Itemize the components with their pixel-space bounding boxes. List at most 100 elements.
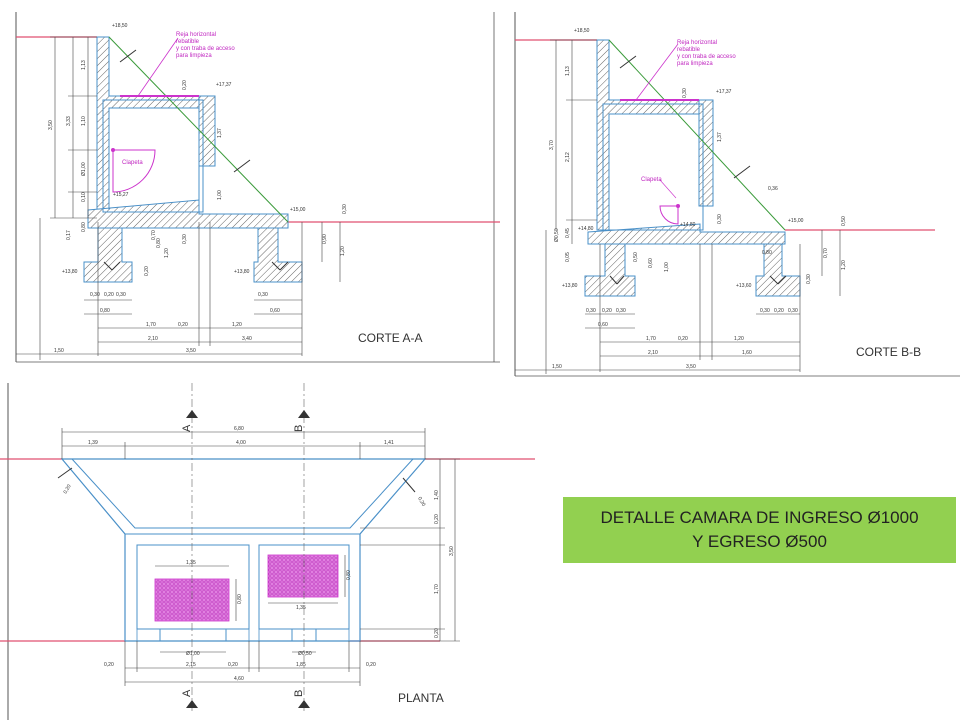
wall-structure — [596, 39, 714, 231]
base-slab — [587, 223, 786, 245]
section-arrow-icon — [298, 700, 310, 708]
dim-label: 2,12 — [565, 152, 571, 162]
dim-label: 1,85 — [296, 662, 306, 668]
section-marker-b: B — [293, 425, 305, 432]
dim-label: 0,17 — [66, 230, 72, 240]
dim-label: 0,20 — [602, 308, 612, 314]
wall-structure — [96, 36, 216, 211]
dim-label: 0,50 — [633, 252, 639, 262]
dim-label: 0,20 — [178, 322, 188, 328]
level-label: +13,60 — [736, 283, 752, 289]
dim-label: 1,70 — [146, 322, 156, 328]
level-label: +13,80 — [562, 283, 578, 289]
dim-label: Ø1,00 — [186, 651, 200, 657]
dim-label: 1,35 — [186, 560, 196, 566]
dim-label: 0,30 — [90, 292, 100, 298]
reja-label-line2: rebatible — [677, 47, 701, 53]
dim-label: 0,05 — [565, 252, 571, 262]
section-corte-bb: Reja horizontal rebatible y con traba de… — [514, 12, 960, 377]
dim-label: 0,30 — [616, 308, 626, 314]
clapeta-flap — [112, 149, 156, 193]
dim-label: 3,40 — [242, 336, 252, 342]
dim-label: 3,50 — [48, 120, 54, 130]
level-label: +18,50 — [574, 28, 590, 34]
dim-label: 0,30 — [760, 308, 770, 314]
level-label: +13,80 — [234, 269, 250, 275]
dim-label: 0,80 — [346, 570, 352, 580]
dim-label: 1,60 — [742, 350, 752, 356]
dim-label: 1,50 — [54, 348, 64, 354]
clapeta-flap — [659, 205, 679, 225]
dim-label: Ø1,00 — [81, 162, 87, 176]
dim-label: 0,20 — [366, 662, 376, 668]
dim-label: 1,20 — [340, 246, 346, 256]
dim-label: 0,20 — [416, 496, 426, 508]
dim-label: 0,36 — [768, 186, 778, 192]
dim-label: 3,50 — [686, 364, 696, 370]
dim-label: Ø0,50 — [554, 228, 560, 242]
plan-outline — [60, 458, 427, 642]
dim-label: 0,30 — [717, 214, 723, 224]
drawing-title-line2: Y EGRESO Ø500 — [692, 532, 827, 551]
dim-label: 1,35 — [296, 605, 306, 611]
dim-label: 0,30 — [182, 234, 188, 244]
dim-label: 0,80 — [156, 238, 162, 248]
dim-label: 2,10 — [648, 350, 658, 356]
dim-label: Ø0,50 — [298, 651, 312, 657]
slope-line — [608, 39, 786, 231]
dim-label: 0,20 — [434, 628, 440, 638]
drawing-title-box: DETALLE CAMARA DE INGRESO Ø1000 Y EGRESO… — [563, 497, 956, 563]
dim-label: 4,00 — [236, 440, 246, 446]
dim-label: 1,39 — [88, 440, 98, 446]
level-label: +15,00 — [788, 218, 804, 224]
dim-label: 1,70 — [434, 584, 440, 594]
dim-label: 0,80 — [100, 308, 110, 314]
section-title-planta: PLANTA — [398, 691, 444, 705]
dim-label: 0,20 — [774, 308, 784, 314]
dim-label: 1,70 — [646, 336, 656, 342]
level-label: +17,37 — [716, 89, 732, 95]
level-label: +18,50 — [112, 23, 128, 29]
dim-label: 0,60 — [598, 322, 608, 328]
level-label: +13,80 — [62, 269, 78, 275]
section-arrow-icon — [298, 410, 310, 418]
section-title-aa: CORTE A-A — [358, 331, 422, 345]
dim-label: 1,10 — [81, 116, 87, 126]
dim-label: 0,20 — [434, 514, 440, 524]
dim-label: 1,20 — [164, 248, 170, 258]
level-label: +14,80 — [680, 222, 696, 228]
dim-label: 1,50 — [552, 364, 562, 370]
reja-label-line4: para limpieza — [677, 61, 713, 67]
dim-label: 0,50 — [841, 216, 847, 226]
dim-label: 1,37 — [217, 128, 223, 138]
section-marker-a: A — [181, 689, 193, 697]
dim-label: 3,50 — [186, 348, 196, 354]
dim-label: 0,80 — [237, 594, 243, 604]
dim-label: 2,15 — [186, 662, 196, 668]
dim-label: 0,20 — [104, 662, 114, 668]
dim-label: 0,10 — [81, 192, 87, 202]
dim-label: 0,60 — [270, 308, 280, 314]
reja-label-line4: para limpieza — [176, 53, 212, 59]
footing — [83, 227, 133, 283]
section-marker-a: A — [181, 424, 193, 432]
footing — [253, 227, 303, 283]
slope-line — [108, 36, 289, 223]
dim-label: 0,30 — [806, 274, 812, 284]
dim-label: 0,90 — [322, 234, 328, 244]
base-slab — [87, 199, 289, 229]
dim-label: 0,80 — [762, 250, 772, 256]
dim-label: 2,10 — [148, 336, 158, 342]
section-title-bb: CORTE B-B — [856, 345, 921, 359]
reja-label-line3: y con traba de acceso — [677, 54, 736, 60]
dim-label: 1,40 — [434, 490, 440, 500]
dim-label: 0,20 — [678, 336, 688, 342]
dim-label: 0,20 — [182, 80, 188, 90]
level-label: +15,00 — [290, 207, 306, 213]
dim-label: 1,13 — [81, 60, 87, 70]
dim-label: 0,30 — [682, 88, 688, 98]
dim-label: 0,80 — [81, 222, 87, 232]
dim-label: 3,33 — [66, 116, 72, 126]
level-label: +17,37 — [216, 82, 232, 88]
